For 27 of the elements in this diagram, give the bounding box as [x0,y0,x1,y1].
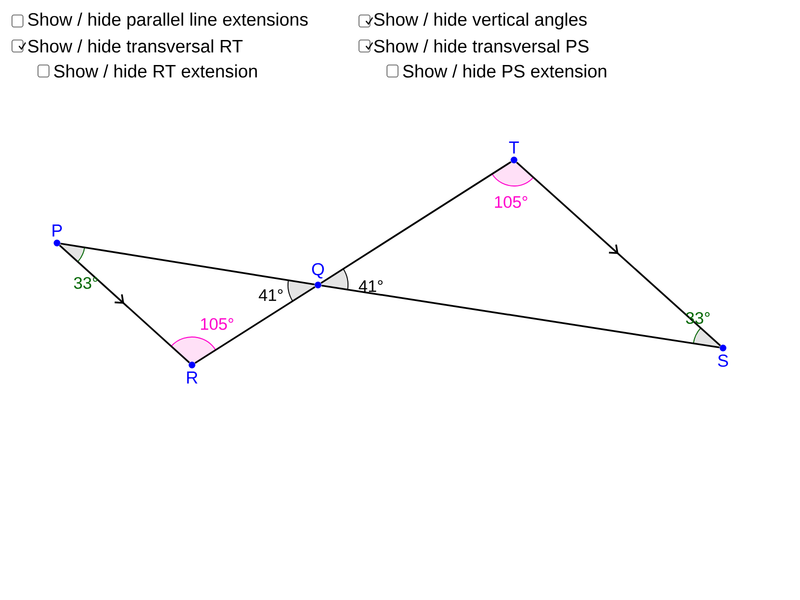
option-label: Show / hide RT extension [54,64,257,78]
node-label: T [509,142,519,154]
angle-label: 41° [358,280,383,292]
angle-label: 105° [495,196,528,208]
option-label: Show / hide parallel line extensions [28,12,308,30]
point: S [718,344,728,367]
angle-label: 41° [258,289,283,301]
line-segment [320,161,512,284]
option-label: Show / hide PS extension [403,64,606,78]
line-segment [516,162,721,346]
node-label: Q [312,263,324,278]
option-label: Show / hide vertical angles [374,12,587,30]
point: T [509,142,519,164]
node-label: R [187,372,198,384]
angle-label: 33° [74,277,98,289]
line-segment [194,286,316,364]
angle-label: 105° [201,318,234,330]
option-label: Show / hide transversal PS [374,39,589,53]
line-segment [59,244,190,364]
point: Q [312,263,324,288]
node-label: P [52,224,62,236]
line-segment [60,242,315,286]
point: R [187,362,198,384]
option-label: Show / hide transversal RT [28,39,243,53]
line-segment [321,284,720,348]
point: P [52,224,62,246]
node-label: S [718,354,728,367]
